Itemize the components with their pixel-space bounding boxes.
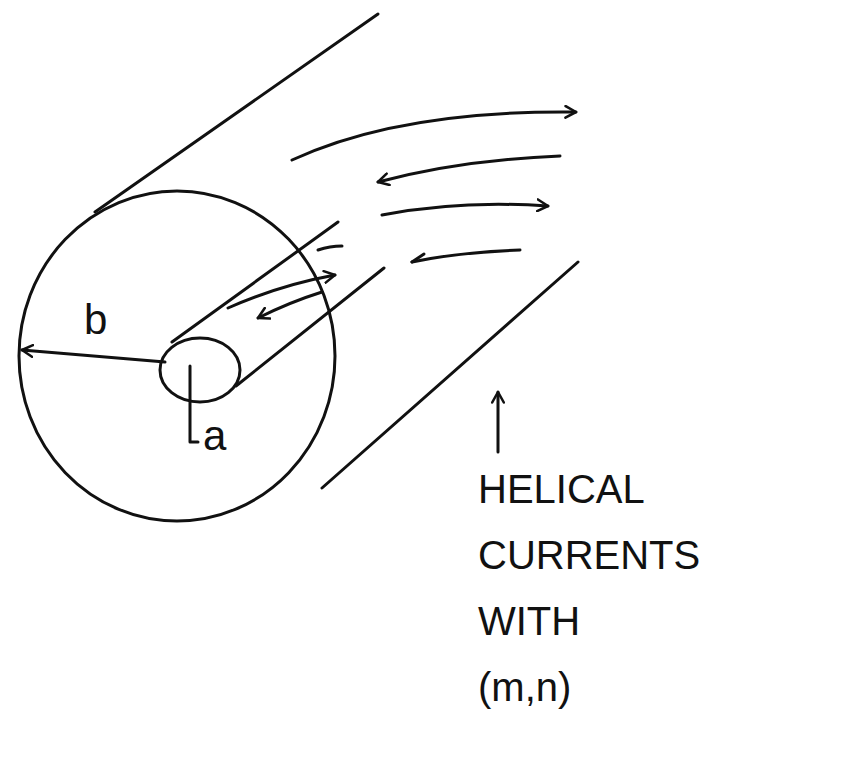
current-stroke <box>412 250 520 262</box>
current-arrow <box>378 156 560 182</box>
current-stroke <box>318 246 342 250</box>
current-arrow <box>292 112 576 160</box>
dimension-label: a <box>203 412 226 460</box>
current-stroke <box>412 254 424 262</box>
current-arrow <box>382 204 548 215</box>
inner-cylinder-side <box>236 268 384 386</box>
radius-leader <box>190 366 198 442</box>
outer-cylinder-side <box>322 262 578 488</box>
dimension-label: b <box>84 296 107 344</box>
outer-cylinder-side <box>95 14 378 212</box>
inner-cylinder-end <box>160 338 240 402</box>
outer-cylinder-end <box>19 191 335 521</box>
pointer-arrow <box>497 392 500 452</box>
current-arrow <box>258 292 322 318</box>
note-text: HELICAL CURRENTS WITH (m,n) <box>478 456 728 720</box>
radius-arrow <box>22 350 165 362</box>
